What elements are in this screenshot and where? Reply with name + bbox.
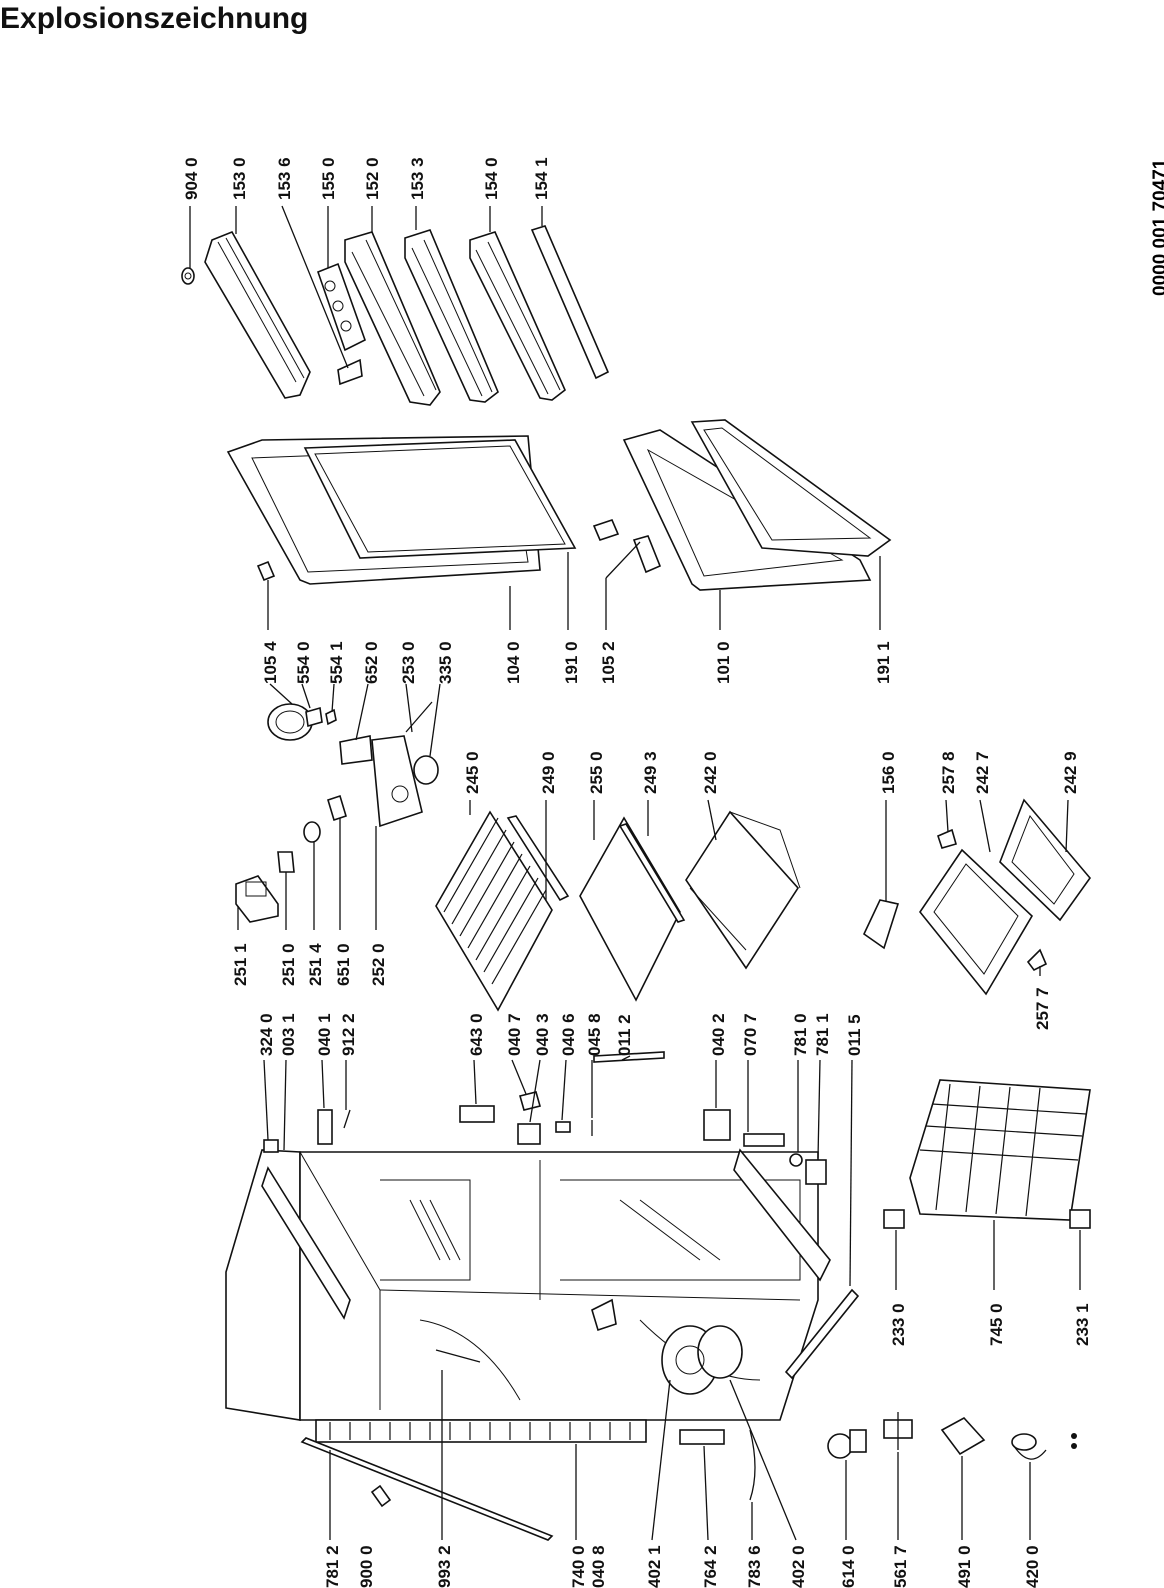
label-191-0: 191 0 [562,641,581,684]
label-912-2: 912 2 [339,1013,358,1056]
label-154-0: 154 0 [482,157,501,200]
label-324-0: 324 0 [257,1013,276,1056]
label-070-7: 070 7 [741,1013,760,1056]
label-554-1: 554 1 [327,641,346,684]
part-153-0-shelf [204,206,311,399]
label-904-0: 904 0 [182,157,201,200]
label-420-0: 420 0 [1023,1545,1042,1588]
label-156-0: 156 0 [879,751,898,794]
label-255-0: 255 0 [587,751,606,794]
label-104-0: 104 0 [504,641,523,684]
label-249-0: 249 0 [539,751,558,794]
label-643-0: 643 0 [467,1013,486,1056]
label-781-1: 781 1 [813,1013,832,1056]
label-154-1: 154 1 [532,157,551,200]
label-251-1: 251 1 [231,943,250,986]
part-153-3-shelf [404,206,499,403]
part-904-0 [181,206,195,285]
label-257-7: 257 7 [1033,987,1052,1030]
label-040-1: 040 1 [315,1013,334,1056]
label-011-5: 011 5 [845,1014,864,1056]
label-003-1: 003 1 [279,1013,298,1056]
label-251-0: 251 0 [279,943,298,986]
label-242-7: 242 7 [973,751,992,794]
label-402-0: 402 0 [789,1545,808,1588]
door-accessories-group [181,205,610,406]
freezer-baskets-group [883,1079,1091,1290]
label-011-2: 011 2 [615,1014,634,1056]
label-101-0: 101 0 [714,641,733,684]
loose-parts-group [300,1370,1077,1541]
freezer-drawers-group [862,798,1092,996]
label-249-3: 249 3 [641,751,660,794]
label-040-6: 040 6 [559,1013,578,1056]
label-900-0: 900 0 [357,1545,376,1588]
shelves-group [435,799,801,1012]
label-745-0: 745 0 [987,1303,1006,1346]
cabinet-body-group [225,1051,860,1443]
part-154-0-shelf [469,206,566,401]
label-242-0: 242 0 [701,751,720,794]
label-245-0: 245 0 [463,751,482,794]
label-993-2: 993 2 [435,1545,454,1588]
label-252-0: 252 0 [369,943,388,986]
label-781-0: 781 0 [791,1013,810,1056]
label-040-8: 040 8 [589,1545,608,1588]
label-491-0: 491 0 [955,1545,974,1588]
label-251-4: 251 4 [306,943,325,986]
page-title: Explosionszeichnung [0,2,309,35]
label-651-0: 651 0 [334,943,353,986]
label-155-0: 155 0 [319,157,338,200]
part-152-0-bottle-shelf [344,206,441,406]
door-lower-group [622,419,892,630]
label-783-6: 783 6 [745,1545,764,1588]
label-040-2: 040 2 [709,1013,728,1056]
door-upper-group [226,435,577,630]
label-233-1: 233 1 [1073,1303,1092,1346]
label-045-8: 045 8 [585,1013,604,1056]
label-153-6: 153 6 [275,157,294,200]
part-155-0-egg-tray [281,205,366,386]
label-781-2: 781 2 [323,1545,342,1588]
label-040-3: 040 3 [533,1013,552,1056]
label-335-0: 335 0 [436,641,455,684]
label-554-0: 554 0 [294,641,313,684]
label-253-0: 253 0 [399,641,418,684]
label-740-0: 740 0 [569,1545,588,1588]
label-105-4: 105 4 [261,641,280,684]
label-614-0: 614 0 [839,1545,858,1588]
label-561-7: 561 7 [891,1545,910,1588]
part-154-1-strip [530,206,610,380]
label-257-8: 257 8 [939,751,958,794]
label-105-2: 105 2 [599,641,618,684]
label-153-3: 153 3 [408,157,427,200]
control-unit-group [235,683,441,930]
label-652-0: 652 0 [362,641,381,684]
label-040-7: 040 7 [505,1013,524,1056]
label-153-0: 153 0 [230,157,249,200]
label-242-9: 242 9 [1061,751,1080,794]
part-labels-group: 904 0 153 0 153 6 155 0 152 0 153 3 154 … [182,157,1092,1588]
label-191-1: 191 1 [874,641,893,684]
label-402-1: 402 1 [645,1545,664,1588]
label-764-2: 764 2 [701,1545,720,1588]
label-152-0: 152 0 [363,157,382,200]
label-233-0: 233 0 [889,1303,908,1346]
hinge-105-2 [592,519,662,630]
